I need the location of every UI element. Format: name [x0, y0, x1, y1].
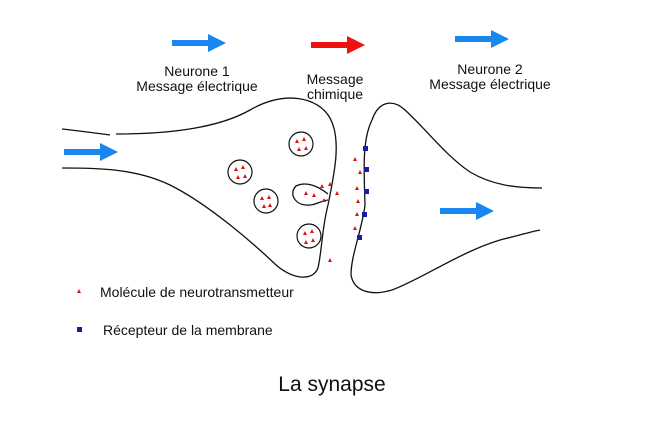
- neurotransmitters-cleft: [304, 157, 362, 262]
- legend-neurotransmitter: Molécule de neurotransmetteur: [100, 284, 294, 300]
- vesicle: [227, 159, 253, 185]
- neuron-2-title: Neurone 2: [457, 61, 523, 77]
- neuron-1-label: Neurone 1 Message électrique: [127, 64, 267, 94]
- vesicle: [253, 188, 279, 214]
- receptors: [357, 146, 369, 240]
- chemical-arrow: [311, 36, 365, 54]
- neuron-2-membrane: [350, 102, 543, 294]
- neuron-2-subtitle: Message électrique: [429, 76, 551, 92]
- neuron-1-title: Neurone 1: [164, 63, 230, 79]
- electric-arrow-left: [64, 143, 118, 161]
- chemical-message-label: Message chimique: [292, 72, 378, 102]
- electric-arrow-right: [440, 202, 494, 220]
- square-icon: [77, 327, 82, 332]
- diagram-caption: La synapse: [278, 373, 386, 396]
- electric-arrow-top-right: [455, 30, 509, 48]
- chemical-line-1: Message: [306, 71, 364, 87]
- legend-receptor: Récepteur de la membrane: [103, 322, 273, 338]
- chemical-line-2: chimique: [306, 86, 364, 102]
- neuron-1-membrane: [61, 97, 337, 278]
- electric-arrow-top-left: [172, 34, 226, 52]
- vesicle: [296, 223, 322, 249]
- neuron-1-subtitle: Message électrique: [136, 78, 258, 94]
- vesicle: [288, 131, 314, 157]
- neuron-2-label: Neurone 2 Message électrique: [420, 62, 560, 92]
- triangle-icon: [77, 289, 81, 293]
